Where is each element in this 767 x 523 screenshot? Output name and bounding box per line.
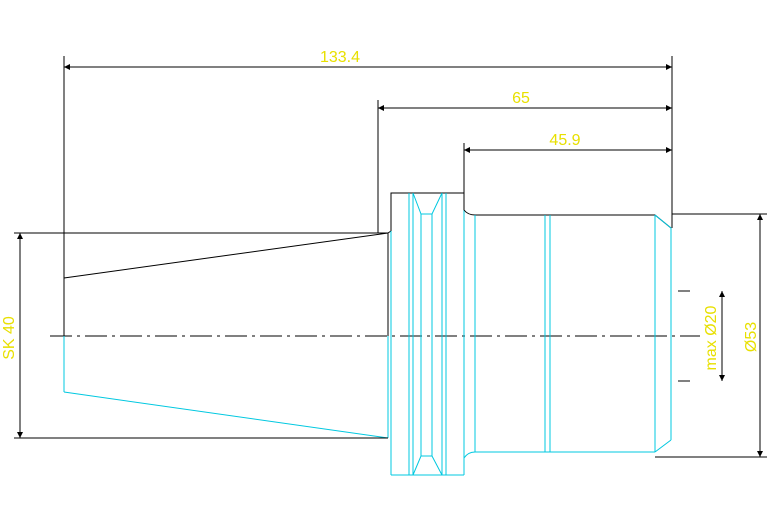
dim-overall-length: 133.4 [320, 49, 360, 66]
dim-length-45-9: 45.9 [549, 132, 580, 149]
dimension-lines [17, 64, 763, 457]
extension-lines [14, 56, 767, 458]
dim-max-bore: max Ø20 [703, 305, 720, 370]
dim-diameter-53: Ø53 [743, 322, 760, 352]
taper-cone [63, 232, 389, 439]
dim-taper-sk40: SK 40 [1, 316, 18, 360]
flange [387, 192, 465, 476]
dim-length-65: 65 [512, 90, 530, 107]
body-cylinder [463, 209, 672, 459]
